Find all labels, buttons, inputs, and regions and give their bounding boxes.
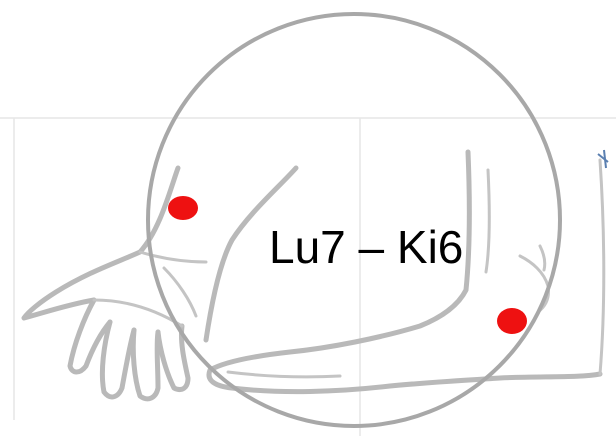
- ki6-point-marker: [497, 308, 527, 334]
- lu7-point-marker: [168, 196, 198, 220]
- point-pair-label: Lu7 – Ki6: [269, 219, 463, 275]
